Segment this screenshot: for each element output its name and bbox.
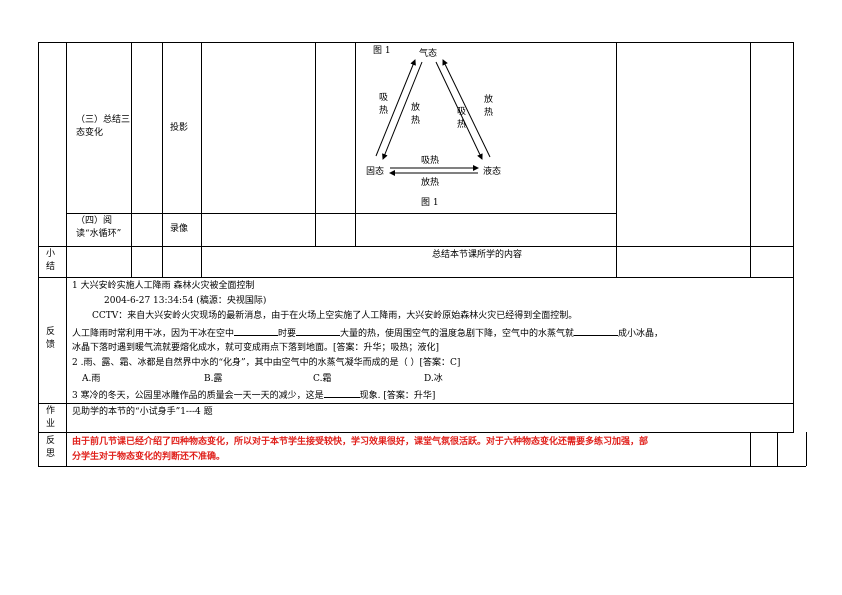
col-line (750, 42, 751, 277)
col-line (162, 42, 163, 277)
row-line (38, 246, 793, 247)
label-right-release: 放 热 (484, 93, 496, 118)
method-projection: 投影 (170, 123, 189, 133)
label-xiaojie: 小结 (46, 249, 56, 272)
option-b: B.露 (204, 374, 223, 384)
feedback-q1-answer: 冰晶下落时遇到暖气流就要熔化成水，就可变成雨点下落到地面。[答案：升华；吸热；液… (72, 343, 440, 353)
label-left-release: 放 热 (411, 101, 423, 126)
feedback-q2: 2 .雨、露、霜、冰都是自然界中水的“化身”，其中由空气中的水蒸气凝华而成的是（… (72, 358, 461, 368)
reflection-line-2: 分学生对于物态变化的判断还不准确。 (72, 452, 226, 462)
blank-4[interactable] (323, 388, 360, 398)
q1-text-c: 大量的热，使周围空气的温度急剧下降，空气中的水蒸气就 (340, 329, 575, 339)
row-line (66, 213, 616, 214)
arrow-solid-to-gas (375, 59, 416, 157)
state-gas: 气态 (419, 47, 437, 59)
q1-text-a: 人工降雨时常利用干冰，因为干冰在空中 (72, 329, 235, 339)
label-bottom-absorb: 吸热 (421, 154, 439, 166)
col-line (66, 42, 67, 466)
row-line (38, 432, 793, 433)
q3-text-b: 现象. [答案：升华] (359, 391, 436, 401)
step-label-reading: （四）阅读“水循环” (76, 216, 122, 239)
label-reflection: 反思 (46, 436, 56, 459)
col-line (201, 42, 202, 277)
option-d: D.冰 (424, 374, 443, 384)
col-line (315, 42, 316, 246)
arrow-gas-to-liquid (435, 61, 483, 160)
q3-text-a: 3 寒冷的冬天，公园里冰雕作品的质量会一天一天的减少，这是 (72, 391, 324, 401)
arrow-liquid-to-gas (442, 59, 491, 158)
option-a: A.雨 (82, 374, 101, 384)
feedback-q1-fill-line: 人工降雨时常利用干冰，因为干冰在空中 时要 大量的热，使周围空气的温度急剧下降，空气… (72, 326, 663, 341)
label-homework: 作业 (46, 406, 56, 429)
col-line (38, 42, 39, 466)
col-line (793, 42, 794, 433)
col-line (616, 42, 617, 277)
state-liquid: 液态 (483, 165, 501, 177)
col-line (806, 432, 807, 466)
row-line (38, 277, 793, 278)
q1-text-b: 时要 (278, 329, 297, 339)
blank-2[interactable] (296, 326, 341, 336)
state-change-diagram: 图 1 气态 固态 液态 图 1 吸 热 放 热 吸 热 放 热 吸热 放热 (366, 45, 501, 208)
blank-1[interactable] (234, 326, 279, 336)
q1-text-d: 成小冰晶， (618, 329, 664, 339)
col-line (750, 432, 751, 466)
col-line (131, 42, 132, 277)
feedback-q1-paragraph: CCTV：来自大兴安岭火灾现场的最新消息，由于在火场上空实施了人工降雨，大兴安岭… (92, 311, 578, 321)
feedback-q1-title: 1 大兴安岭实施人工降雨 森林火灾被全面控制 (72, 281, 255, 291)
option-c: C.霜 (313, 374, 332, 384)
homework-content: 见助学的本节的“小试身手”1---4 题 (72, 407, 213, 417)
col-line (355, 42, 356, 246)
state-solid: 固态 (366, 165, 384, 177)
label-right-absorb: 吸 热 (457, 106, 469, 130)
diagram-caption-bottom: 图 1 (421, 197, 439, 208)
row-line (38, 466, 806, 467)
method-video: 录像 (170, 224, 189, 234)
step-label-summary: （三）总结三态变化 (76, 115, 131, 138)
blank-3[interactable] (574, 326, 619, 336)
reflection-line-1: 由于前几节课已经介绍了四种物态变化，所以对于本节学生接受较快，学习效果很好，课堂… (72, 437, 649, 447)
diagram-caption-top: 图 1 (373, 45, 391, 56)
summary-content: 总结本节课所学的内容 (432, 250, 523, 260)
arrow-gas-to-solid (382, 61, 423, 160)
label-bottom-release: 放热 (421, 176, 439, 188)
feedback-q3: 3 寒冷的冬天，公园里冰雕作品的质量会一天一天的减少，这是 现象. [答案：升华] (72, 388, 435, 403)
feedback-q1-date: 2004-6-27 13:34:54 (稿源：央视国际) (104, 296, 267, 306)
label-left-absorb: 吸 热 (379, 92, 391, 116)
row-line (38, 42, 793, 43)
col-line (777, 432, 778, 466)
row-line (38, 403, 793, 404)
label-feedback: 反馈 (46, 327, 56, 350)
